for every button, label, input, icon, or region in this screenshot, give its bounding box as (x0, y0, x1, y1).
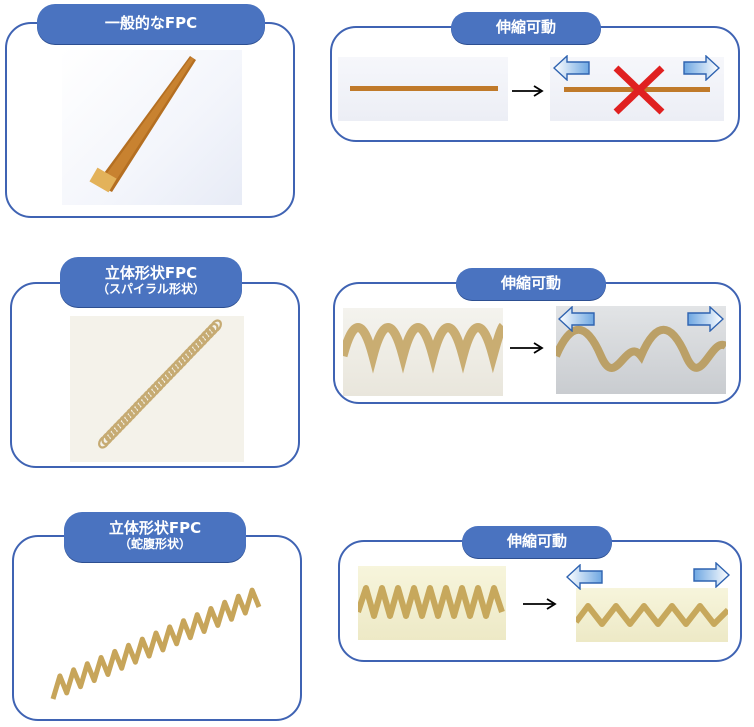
general-before-photo (338, 57, 508, 121)
general-transition-arrow-icon (512, 84, 546, 98)
not-stretchable-cross-icon (610, 64, 668, 116)
spiral-coil-marks (98, 319, 222, 449)
bellows-stretch-right-arrow-icon (692, 562, 730, 588)
general-fpc-photo (62, 50, 242, 205)
general-fpc-title-pill: 一般的なFPC (37, 4, 265, 44)
spiral-fpc-subtitle: （スパイラル形状） (96, 282, 205, 296)
spiral-stretch-title-pill: 伸縮可動 (456, 268, 606, 300)
spiral-fpc-title-pill: 立体形状FPC （スパイラル形状） (60, 257, 242, 307)
bellows-folded-strip (50, 587, 262, 700)
stretch-right-arrow-icon (682, 55, 720, 81)
spiral-fpc-photo (70, 316, 244, 462)
bellows-stretch-title: 伸縮可動 (506, 532, 567, 550)
general-stretch-title: 伸縮可動 (495, 18, 556, 36)
bellows-fpc-title: 立体形状FPC (108, 519, 202, 537)
general-fpc-title: 一般的なFPC (104, 14, 198, 32)
bellows-fpc-subtitle: （蛇腹形状） (118, 537, 191, 551)
bellows-stretch-title-pill: 伸縮可動 (462, 526, 612, 558)
bellows-after-photo (576, 588, 728, 642)
general-stretch-title-pill: 伸縮可動 (451, 12, 601, 44)
bellows-before-photo (358, 566, 506, 640)
bellows-fold-marks (50, 587, 262, 700)
spiral-transition-arrow-icon (510, 341, 546, 355)
stretch-left-arrow-icon (553, 55, 591, 81)
spiral-before-photo (343, 308, 503, 396)
spiral-stretch-left-arrow-icon (558, 306, 596, 332)
spiral-stretch-title: 伸縮可動 (500, 274, 561, 292)
spiral-fpc-title: 立体形状FPC (104, 264, 198, 282)
spiral-stretch-right-arrow-icon (686, 306, 724, 332)
bellows-transition-arrow-icon (523, 597, 559, 611)
bellows-stretch-left-arrow-icon (566, 564, 604, 590)
bellows-fpc-title-pill: 立体形状FPC （蛇腹形状） (64, 512, 246, 562)
spiral-coil-turn (210, 319, 222, 333)
bellows-fpc-photo (45, 585, 267, 705)
